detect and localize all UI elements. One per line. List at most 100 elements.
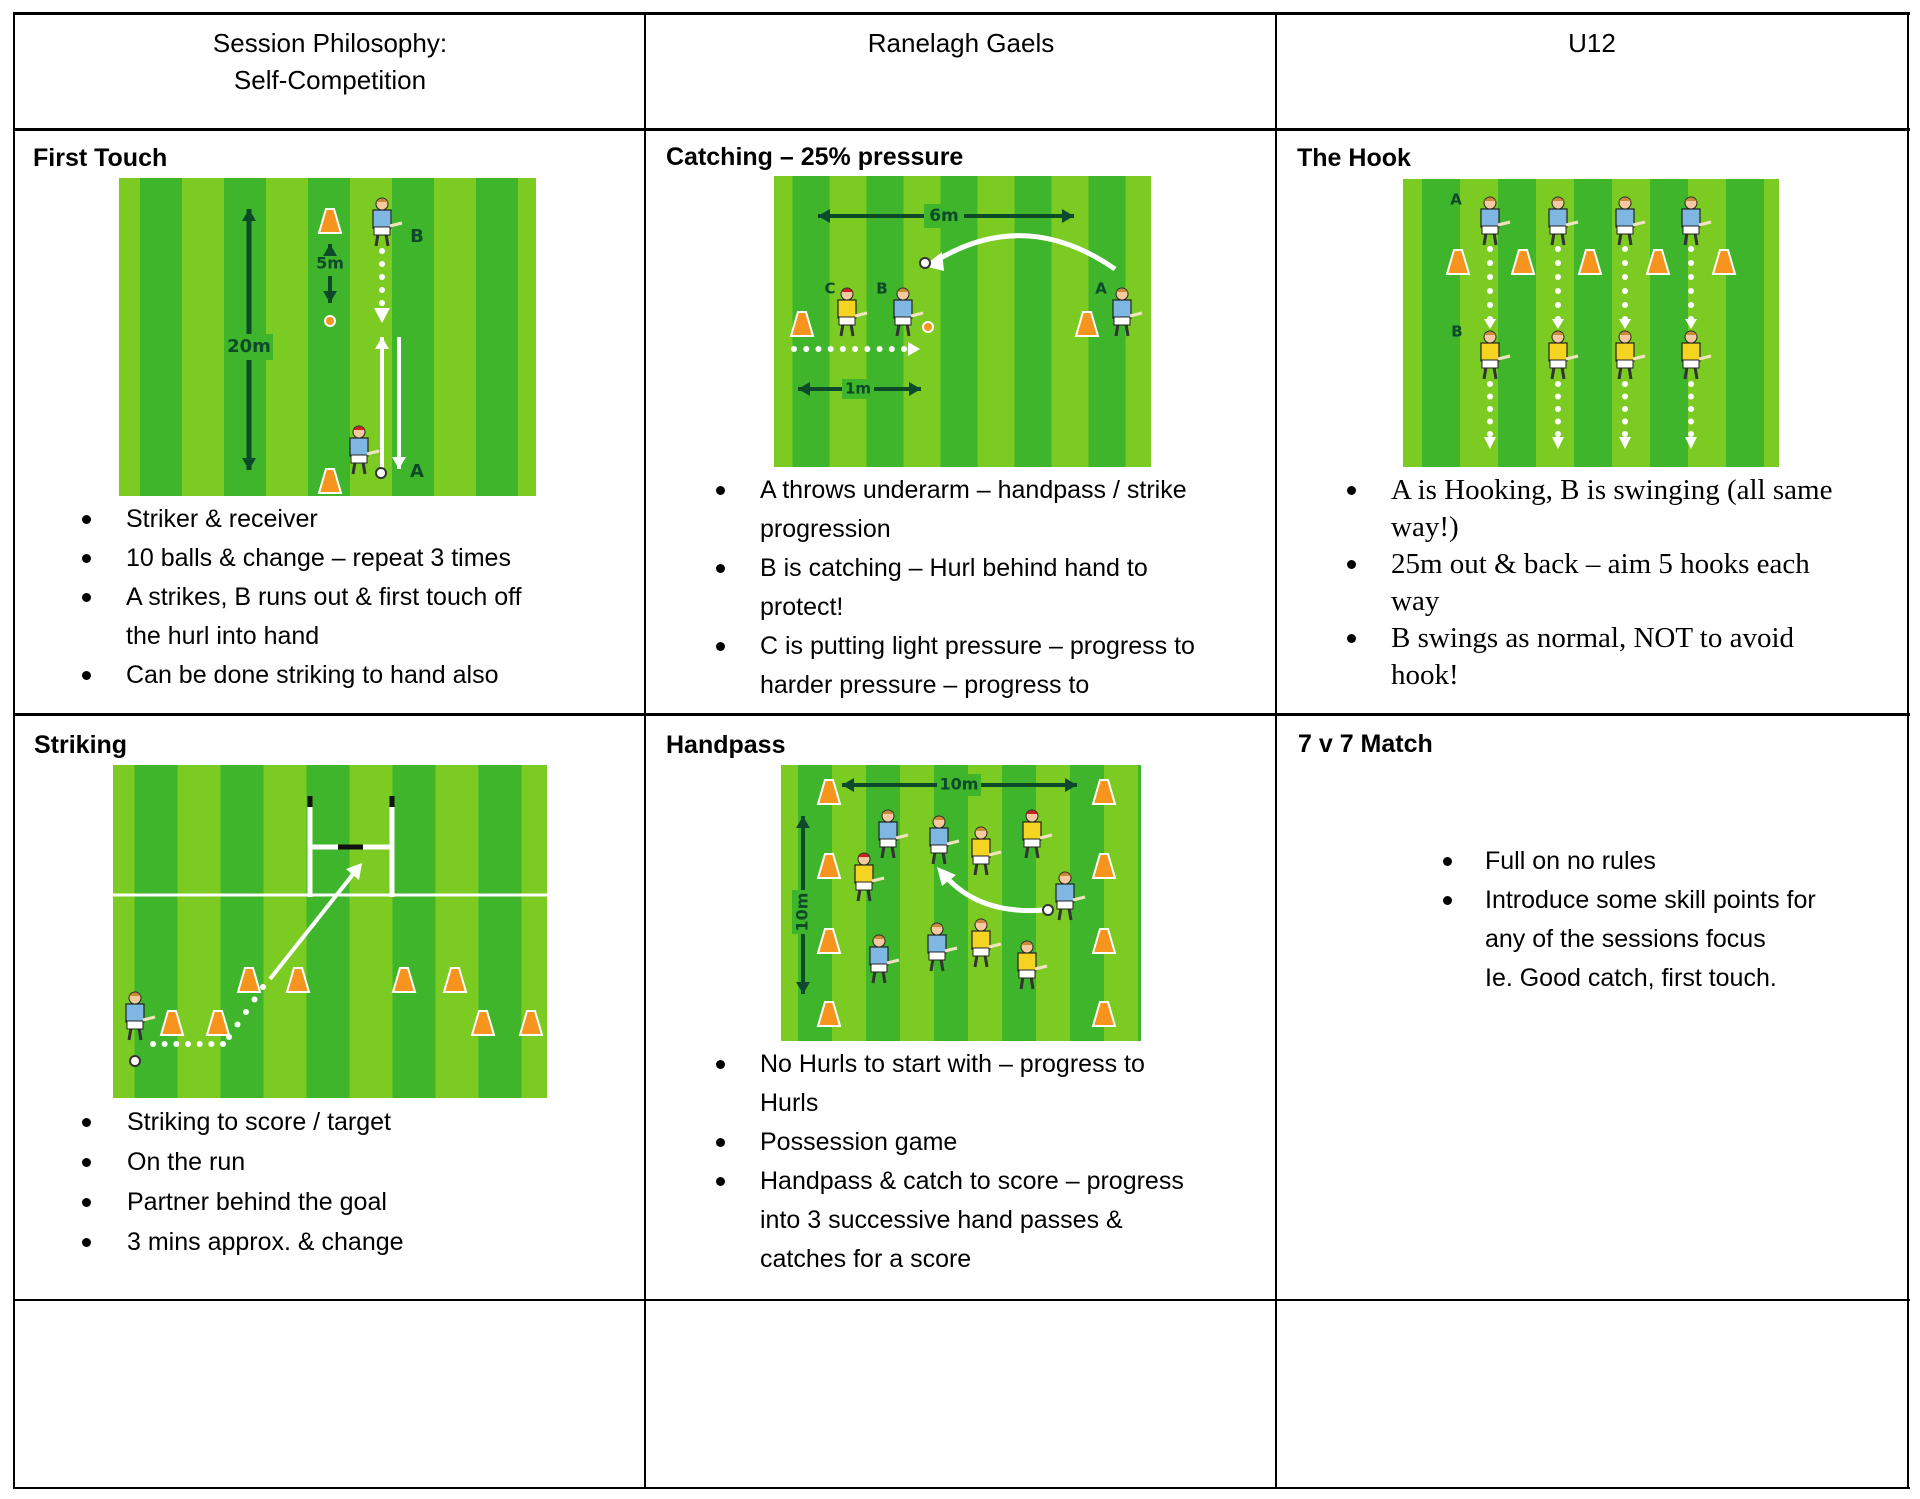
- cone-icon: [159, 1010, 185, 1036]
- dotted-path: [1622, 302, 1628, 308]
- dotted-path: [1622, 260, 1628, 266]
- dotted-path: [379, 274, 385, 280]
- bullet-text: the hurl into hand: [126, 622, 320, 650]
- distance-label: 20m: [227, 336, 271, 357]
- arrowhead-icon: [323, 291, 337, 303]
- dotted-path: [1688, 381, 1694, 387]
- cone-icon: [236, 967, 262, 993]
- player-b-label: B: [410, 226, 424, 247]
- dotted-path: [1688, 393, 1694, 400]
- label-background: [792, 890, 814, 934]
- dotted-path: [185, 1041, 191, 1047]
- dotted-path: [1555, 431, 1561, 437]
- table-col-divider: [1275, 12, 1277, 1489]
- cone-icon: [1445, 249, 1471, 275]
- bullet-icon: [1347, 560, 1356, 569]
- session-title-catching: Catching – 25% pressure: [666, 143, 964, 171]
- dotted-path: [260, 984, 266, 990]
- dotted-path: [803, 346, 810, 352]
- player-a-label: A: [1095, 280, 1107, 298]
- table-row-divider: [14, 1299, 1910, 1301]
- bullet-text: A strikes, B runs out & first touch off: [126, 583, 522, 611]
- table-col-divider: [644, 12, 646, 1489]
- curved-arrow: [944, 875, 1045, 914]
- dotted-path: [1688, 274, 1694, 280]
- dotted-path: [1622, 406, 1628, 412]
- player-icon: [1615, 196, 1646, 246]
- bullet-icon: [82, 515, 91, 524]
- hook-diagram: AB: [1403, 179, 1779, 467]
- dotted-path: [1688, 431, 1694, 437]
- arrowhead-icon: [1484, 319, 1496, 329]
- ball-icon: [129, 1055, 141, 1067]
- bullet-icon: [82, 593, 91, 602]
- arrowhead-icon: [796, 816, 810, 828]
- player-icon: [1615, 330, 1646, 380]
- arrowhead-icon: [796, 982, 810, 994]
- bullet-text: A throws underarm – handpass / strike: [760, 476, 1187, 504]
- table-row-divider: [14, 128, 1910, 131]
- arrowhead-icon: [909, 382, 921, 396]
- pitch-stripe: [134, 765, 178, 1098]
- dotted-path: [1622, 393, 1628, 400]
- bullet-icon: [716, 1060, 725, 1069]
- bullet-text: Partner behind the goal: [127, 1188, 387, 1216]
- dotted-path: [1622, 418, 1628, 425]
- player-icon: [878, 809, 909, 859]
- distance-label: 1m: [845, 380, 871, 398]
- session-title-hook: The Hook: [1297, 144, 1411, 172]
- pitch-stripe: [306, 765, 350, 1098]
- dotted-path: [1555, 274, 1561, 280]
- pitch-stripe: [1574, 179, 1612, 467]
- dotted-path: [1688, 302, 1694, 308]
- player-icon: [349, 425, 380, 475]
- arrowhead-icon: [937, 867, 956, 886]
- bullet-text: way!): [1391, 511, 1459, 543]
- cone-icon: [1091, 1001, 1117, 1027]
- dotted-path: [1555, 418, 1561, 425]
- bullet-text: B swings as normal, NOT to avoid: [1391, 622, 1795, 654]
- dotted-path: [1487, 274, 1493, 280]
- curved-arrow: [932, 233, 1117, 272]
- dotted-path: [1487, 406, 1493, 412]
- dotted-path: [876, 346, 883, 352]
- label-background: [227, 334, 273, 360]
- player-icon: [837, 287, 868, 337]
- dotted-path: [1622, 431, 1628, 437]
- session-philosophy: Session Philosophy: Self-Competition: [15, 25, 645, 99]
- label-background: [842, 379, 874, 399]
- dotted-path: [1487, 418, 1493, 425]
- arrowhead-icon: [1062, 209, 1074, 223]
- bullet-icon: [82, 554, 91, 563]
- player-icon: [971, 918, 1002, 968]
- dotted-path: [220, 1041, 226, 1047]
- pitch-stripe: [1422, 179, 1460, 467]
- bullet-text: 10 balls & change – repeat 3 times: [126, 544, 511, 572]
- philosophy-label: Session Philosophy:: [212, 28, 448, 58]
- arrowhead-icon: [375, 337, 389, 349]
- session-title-striking: Striking: [34, 731, 128, 759]
- row-a-label: A: [1450, 191, 1462, 209]
- dotted-path: [1688, 406, 1694, 412]
- player-icon: [1681, 196, 1712, 246]
- player-b-label: B: [876, 280, 887, 298]
- dotted-path: [1622, 288, 1628, 294]
- arrowhead-icon: [1619, 319, 1631, 329]
- player-icon: [854, 852, 885, 902]
- striking-diagram: [113, 765, 547, 1098]
- pitch-stripe: [1726, 179, 1764, 467]
- dotted-path: [1555, 302, 1561, 308]
- dotted-path: [251, 996, 258, 1003]
- dotted-path: [1487, 381, 1493, 387]
- dotted-path: [864, 346, 871, 352]
- dotted-path: [379, 261, 385, 267]
- cone-icon: [470, 1010, 496, 1036]
- dotted-path: [1555, 288, 1561, 294]
- cone-icon: [816, 928, 842, 954]
- dotted-path: [1688, 418, 1694, 425]
- cone-icon: [1577, 249, 1603, 275]
- dotted-path: [1555, 406, 1561, 412]
- bullet-text: Handpass & catch to score – progress: [760, 1167, 1184, 1195]
- arrowhead-icon: [1619, 437, 1631, 449]
